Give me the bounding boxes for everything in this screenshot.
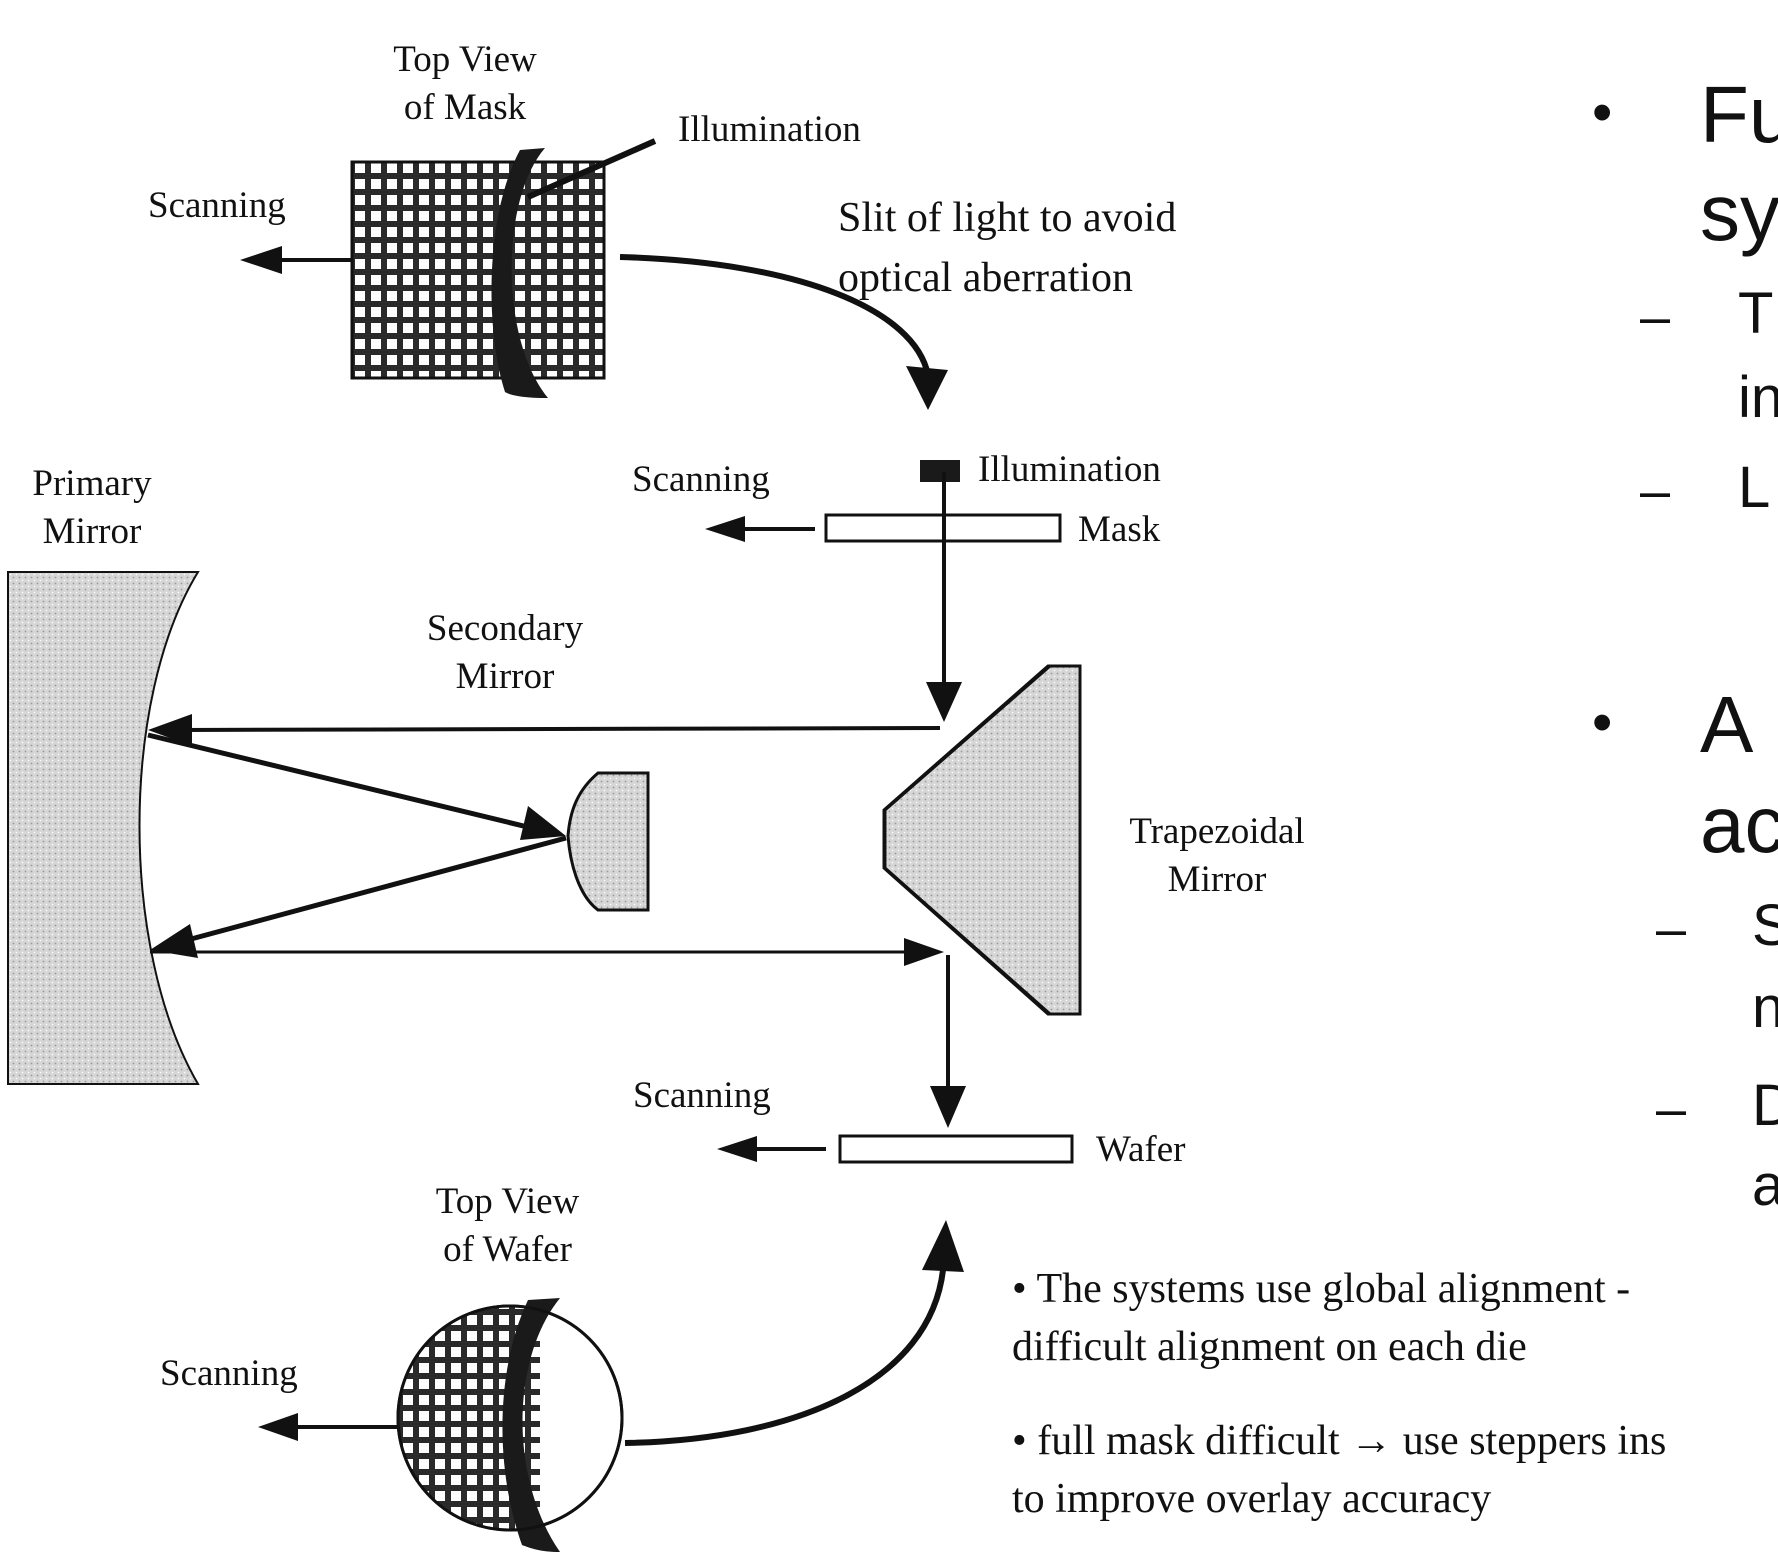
note-full-mask: • full mask difficult → use steppers ins… xyxy=(1012,1418,1667,1522)
illumination-top-pointer xyxy=(526,138,657,200)
bullet-2-sub2-line2: a xyxy=(1752,1153,1778,1218)
label-top-view-of-wafer: Top View of Wafer xyxy=(435,1181,580,1270)
curved-arrow-to-mask xyxy=(619,254,948,410)
mask-grid xyxy=(350,160,606,380)
label-slit-note: Slit of light to avoid optical aberratio… xyxy=(838,195,1177,301)
bullet-2-sub1-marker: – xyxy=(1656,899,1687,959)
scanning-arrow-wafer-view xyxy=(258,1413,398,1441)
bullet-1-sub1-marker: – xyxy=(1640,287,1671,347)
bullet-1-line1: Fu xyxy=(1700,70,1778,159)
bullet-2-line1: A xyxy=(1700,680,1754,769)
beam-secondary-to-primary xyxy=(179,835,567,945)
curved-arrow-to-wafer xyxy=(624,1220,964,1446)
bullet-1-line2: sy xyxy=(1700,168,1778,257)
bullet-2-sub1-line1: S xyxy=(1752,893,1778,958)
label-wafer: Wafer xyxy=(1096,1129,1186,1170)
label-scanning-mask-view: Scanning xyxy=(148,185,286,226)
label-scanning-mask: Scanning xyxy=(632,459,770,500)
mask-slit-crescent xyxy=(491,148,548,398)
bullet-1-sub1-line2: in xyxy=(1738,365,1778,430)
beam-arrow-secondary-in xyxy=(520,806,566,840)
wafer-slit-crescent xyxy=(502,1298,560,1552)
bullet-1-sub1-line1: T xyxy=(1738,281,1774,346)
bullet-2-line2: ac xyxy=(1700,780,1778,869)
bullet-2-sub2-marker: – xyxy=(1656,1079,1687,1139)
primary-mirror xyxy=(7,571,200,1085)
bullet-1-marker: • xyxy=(1592,80,1613,145)
bullet-1-sub2-marker: – xyxy=(1640,461,1671,521)
label-illumination-mid: Illumination xyxy=(978,449,1161,490)
label-secondary-mirror: Secondary Mirror xyxy=(426,608,584,697)
scanning-arrow-wafer xyxy=(717,1136,826,1162)
label-trapezoidal-mirror: Trapezoidal Mirror xyxy=(1129,811,1305,900)
beam-arrow-primary-out xyxy=(150,924,198,958)
scanning-arrow-mask xyxy=(705,516,815,542)
wafer-plate xyxy=(838,1134,1074,1164)
note-global-alignment: • The systems use global alignment - dif… xyxy=(1012,1266,1631,1370)
label-illumination-top: Illumination xyxy=(678,109,861,150)
label-primary-mirror: Primary Mirror xyxy=(32,463,152,552)
beam-trapezoid-to-primary xyxy=(179,726,941,732)
bullet-2-marker: • xyxy=(1592,690,1613,755)
illumination-slit-block xyxy=(920,460,960,482)
label-top-view-of-mask: Top View of Mask xyxy=(393,39,537,128)
beam-primary-to-secondary xyxy=(147,732,541,833)
wafer-top-view xyxy=(396,1298,624,1552)
mask-top-view xyxy=(350,148,606,398)
beam-arrow-primary-in xyxy=(148,714,192,746)
bullet-2-sub2-line1: D xyxy=(1752,1073,1778,1138)
label-scanning-wafer: Scanning xyxy=(633,1075,771,1116)
label-mask: Mask xyxy=(1078,509,1161,550)
scanning-arrow-mask-view xyxy=(240,246,352,274)
bullet-1-sub2: L xyxy=(1738,455,1771,520)
label-scanning-wafer-view: Scanning xyxy=(160,1353,298,1394)
bullet-2-sub1-line2: n xyxy=(1752,975,1778,1040)
beam-arrow-down-2 xyxy=(930,1086,966,1128)
secondary-mirror xyxy=(566,771,650,912)
beam-arrow-trapezoid-in xyxy=(904,938,944,966)
beam-arrow-down-1 xyxy=(926,682,962,722)
